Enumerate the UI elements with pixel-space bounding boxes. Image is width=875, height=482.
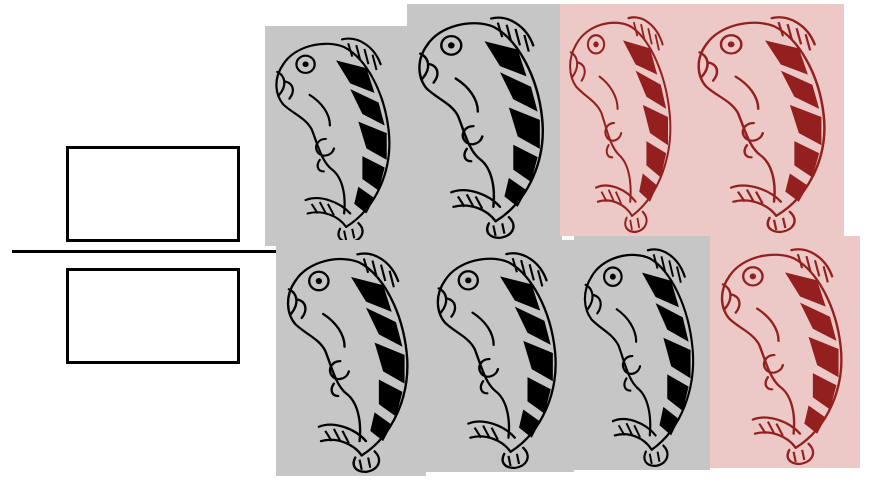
denominator-input-box[interactable] <box>66 268 240 364</box>
fish-tile-unshaded <box>407 4 562 242</box>
fish-icon <box>560 4 686 236</box>
fraction-bar <box>12 250 280 253</box>
fish-tile-shaded <box>710 236 860 468</box>
fish-icon <box>276 240 426 476</box>
fish-tile-unshaded <box>426 240 574 472</box>
fish-icon <box>710 236 860 468</box>
fish-tile-shaded <box>560 4 686 236</box>
fish-icon <box>407 4 562 242</box>
fish-tile-unshaded <box>276 240 426 476</box>
fish-icon <box>574 236 710 470</box>
fish-icon <box>686 4 844 236</box>
fish-tile-unshaded <box>265 26 407 246</box>
fish-icon <box>426 240 574 472</box>
fish-icon <box>265 26 407 246</box>
fish-tile-shaded <box>686 4 844 236</box>
numerator-input-box[interactable] <box>66 146 240 242</box>
fish-tile-unshaded <box>574 236 710 470</box>
